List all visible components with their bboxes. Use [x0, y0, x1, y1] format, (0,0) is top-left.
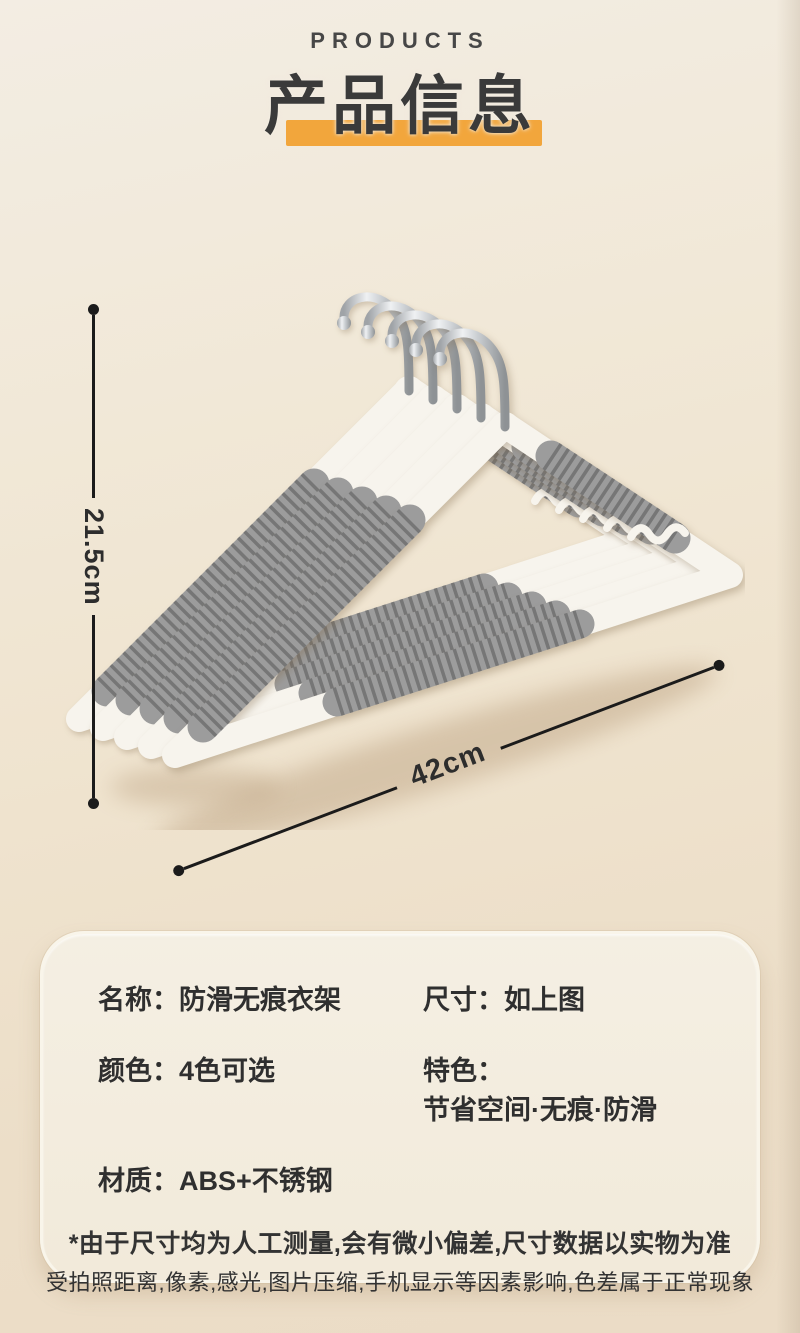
specs-card: 名称：防滑无痕衣架 尺寸：如上图 颜色：4色可选 特色： 节省空间·无痕·防滑 材…	[40, 931, 760, 1295]
dimension-endpoint-dot	[171, 863, 186, 878]
spec-label: 特色：	[423, 1056, 504, 1086]
dimension-endpoint-dot	[88, 798, 99, 810]
spec-value: 如上图	[504, 985, 585, 1015]
dimension-endpoint-dot	[88, 304, 99, 315]
dimension-line	[92, 615, 95, 799]
hanger-ground-shadow	[110, 665, 718, 830]
spec-feature: 特色： 节省空间·无痕·防滑	[423, 1049, 737, 1127]
spec-size: 尺寸：如上图	[423, 978, 737, 1017]
spec-label: 名称：	[98, 985, 179, 1015]
spec-label: 尺寸：	[423, 985, 504, 1015]
product-photo	[55, 285, 745, 830]
specs-grid: 名称：防滑无痕衣架 尺寸：如上图 颜色：4色可选 特色： 节省空间·无痕·防滑 材…	[43, 934, 757, 1198]
title-accent-bar	[286, 120, 542, 146]
products-eyebrow: PRODUCTS	[310, 28, 490, 53]
spec-color: 颜色：4色可选	[98, 1049, 423, 1127]
spec-label: 材质：	[98, 1166, 179, 1196]
spec-material: 材质：ABS+不锈钢	[98, 1159, 423, 1198]
page-title-text: 产品信息	[264, 70, 536, 142]
spec-value: 4色可选	[179, 1056, 276, 1086]
spec-label: 颜色：	[98, 1056, 179, 1086]
right-edge-vignette	[776, 0, 800, 1333]
dimension-line	[92, 315, 95, 498]
footnote-color: 受拍照距离,像素,感光,图片压缩,手机显示等因素影响,色差属于正常现象	[45, 1270, 755, 1295]
page-title: 产品信息	[264, 66, 542, 146]
footnotes: *由于尺寸均为人工测量,会有微小偏差,尺寸数据以实物为准 受拍照距离,像素,感光…	[43, 1224, 757, 1297]
spec-value: 节省空间·无痕·防滑	[423, 1095, 657, 1125]
footnote-measure: *由于尺寸均为人工测量,会有微小偏差,尺寸数据以实物为准	[68, 1230, 732, 1258]
spec-name: 名称：防滑无痕衣架	[98, 978, 423, 1017]
height-dimension-label: 21.5cm	[79, 507, 109, 606]
spec-value: ABS+不锈钢	[179, 1166, 333, 1196]
height-dimension: 21.5cm	[79, 304, 109, 810]
spec-value: 防滑无痕衣架	[179, 985, 341, 1015]
